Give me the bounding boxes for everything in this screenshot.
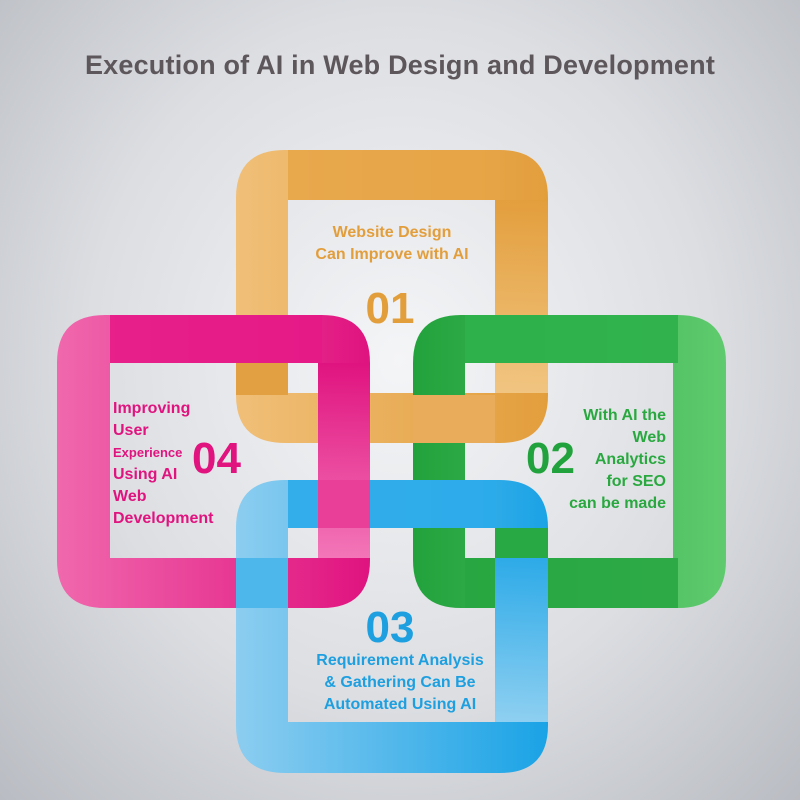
item-03-line-1: Requirement Analysis (316, 652, 484, 669)
item-04-line-3: Experience (113, 445, 183, 460)
interlock-pink-over-blue (318, 480, 370, 528)
ring-orange-top-band (288, 150, 500, 200)
ring-orange-shape (236, 150, 548, 443)
interlock-blue-over-pink (236, 558, 288, 608)
item-01-number: 01 (365, 284, 415, 333)
ring-blue-right-band (495, 528, 548, 722)
item-02-line-1: With AI the (583, 407, 666, 424)
item-04-line-6: Development (113, 510, 214, 527)
ring-green-shape (413, 315, 726, 608)
item-04-line-2: User (113, 422, 149, 439)
ring-pink-shape (57, 315, 370, 608)
item-01-line-1: Website Design (332, 224, 452, 241)
item-03-number: 03 (365, 603, 415, 652)
item-03-label: Requirement Analysis & Gathering Can Be … (280, 650, 520, 716)
ring-pink-top-band (110, 315, 322, 363)
page-title: Execution of AI in Web Design and Develo… (84, 50, 716, 80)
item-01-line-2: Can Improve with AI (315, 246, 469, 263)
ring-green-top-band (465, 315, 678, 363)
item-04-line-5: Web (113, 488, 147, 505)
item-02-number: 02 (526, 434, 575, 483)
interlock-green-over-blue (495, 528, 548, 558)
item-03-line-2: & Gathering Can Be (324, 674, 476, 691)
interlock-green-over-orange (465, 315, 495, 363)
item-02-label: With AI the Web Analytics for SEO can be… (530, 405, 666, 515)
item-01-label: Website Design Can Improve with AI (262, 222, 522, 266)
item-02-line-5: can be made (569, 495, 666, 512)
item-04-number: 04 (192, 434, 241, 483)
interlock-orange-over-green (413, 395, 495, 443)
item-03-line-3: Automated Using AI (323, 696, 477, 713)
ring-pink-right-band (318, 363, 370, 558)
interlock-orange-over-pink (236, 363, 288, 395)
item-02-line-3: Analytics (594, 451, 666, 468)
item-04-label: Improving User Experience Using AI Web D… (113, 398, 263, 530)
ring-green (413, 315, 726, 608)
item-02-line-2: Web (632, 429, 666, 446)
item-04-line-4: Using AI (113, 466, 178, 483)
item-02-line-4: for SEO (606, 473, 666, 490)
item-04-line-1: Improving (113, 400, 191, 417)
ring-blue-shape (236, 480, 548, 773)
